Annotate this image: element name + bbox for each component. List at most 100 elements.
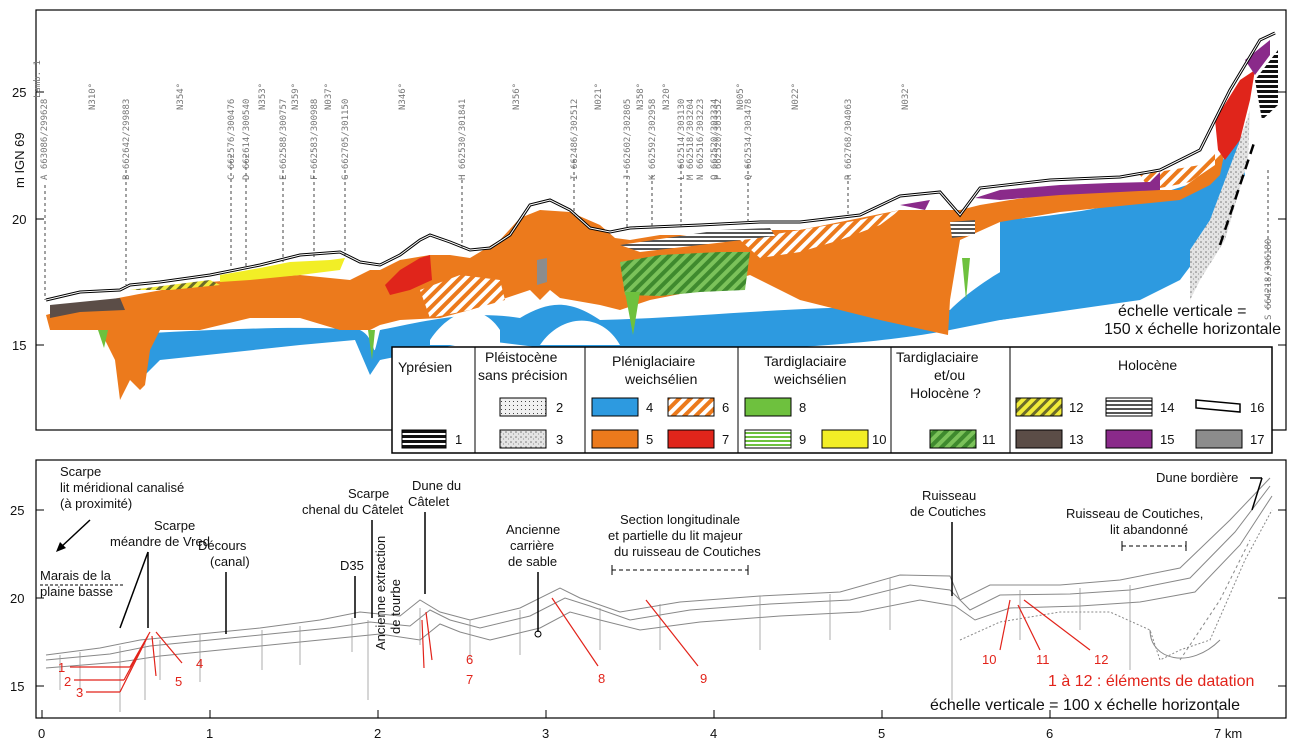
- ann-marais-1: Marais de la: [40, 568, 112, 583]
- legend-num-4: 4: [646, 400, 653, 415]
- ann-marais-2: plaine basse: [40, 584, 113, 599]
- layer-12-yellow-hatched: [130, 280, 220, 290]
- ann-d35: D35: [340, 558, 364, 573]
- profile-point-N: N 662516/303223: [696, 99, 706, 180]
- bottom-y-tick-20: 20: [10, 591, 24, 606]
- legend-title-pleistocene-a: Pléistocène: [485, 349, 558, 365]
- arrow-scarpe-lit: [59, 519, 91, 549]
- legend-num-11: 11: [982, 432, 996, 447]
- dating-num-8: 8: [598, 671, 605, 686]
- profile-azimuth-J: N358°: [636, 83, 646, 110]
- ann-scarpe-lit-1: Scarpe: [60, 464, 101, 479]
- profile-point-C: C 662576/300476: [227, 99, 237, 180]
- top-y-axis-title: m IGN 69: [12, 132, 27, 188]
- dating-num-4: 4: [196, 656, 203, 671]
- legend-title-pleistocene-b: sans précision: [478, 367, 568, 383]
- ann-dune-bordiere: Dune bordière: [1156, 470, 1238, 485]
- profile-point-P: P 662520/303352: [714, 99, 724, 180]
- profile-point-A: A 663086/299628: [40, 99, 50, 180]
- profile-azimuth-I: N021°: [594, 83, 604, 110]
- profile-point-L: L 662514/303130: [677, 99, 687, 180]
- legend: Yprésien Pléistocène sans précision Plén…: [391, 346, 1273, 454]
- profile-azimuth-K: N320°: [662, 83, 672, 110]
- legend-num-14: 14: [1160, 400, 1174, 415]
- ann-carriere-3: de sable: [508, 554, 557, 569]
- legend-num-7: 7: [722, 432, 729, 447]
- layer-4-blue: [120, 130, 1245, 380]
- boreholes: [59, 578, 1131, 712]
- x-tick-label: 7 km: [1214, 726, 1242, 741]
- legend-num-13: 13: [1069, 432, 1083, 447]
- legend-num-17: 17: [1250, 432, 1264, 447]
- legend-swatch-14: [1105, 397, 1153, 417]
- ann-decours-2: (canal): [210, 554, 250, 569]
- profile-point-G: G 662705/301150: [341, 99, 351, 180]
- legend-num-1: 1: [455, 432, 462, 447]
- profile-point-M: M 662518/303204: [686, 99, 696, 180]
- surface-line-inner: [45, 32, 1276, 301]
- profile-point-B: B 662642/299883: [122, 99, 132, 180]
- legend-title-tardi-holo-a: Tardiglaciaire: [896, 349, 979, 365]
- dating-num-7: 7: [466, 672, 473, 687]
- ann-carriere-1: Ancienne: [506, 522, 560, 537]
- legend-swatch-12: [1015, 397, 1063, 417]
- profile-point-I: I 662486/302512: [570, 99, 580, 180]
- legend-num-3: 3: [556, 432, 563, 447]
- profile-point-S: S 664218/306180: [1264, 239, 1274, 320]
- bottom-annotations: Scarpe lit méridional canalisé (à proxim…: [40, 464, 1263, 650]
- legend-swatch-4: [591, 397, 639, 417]
- legend-swatch-13: [1015, 429, 1063, 449]
- profile-point-Q: Q 662534/303478: [744, 99, 754, 180]
- ann-section-1: Section longitudinale: [620, 512, 740, 527]
- bottom-scale-note: échelle verticale = 100 x échelle horizo…: [930, 697, 1240, 714]
- ann-section-2: et partielle du lit majeur: [608, 528, 743, 543]
- profile-point-F: F 662583/300988: [310, 99, 320, 180]
- profile-azimuth-G: N346°: [398, 83, 408, 110]
- east-dashed-line: [1218, 139, 1257, 246]
- layer-3-speck: [1190, 110, 1250, 300]
- profile-point-K: K 662592/302958: [648, 99, 658, 180]
- legend-swatch-2: [499, 397, 547, 417]
- x-tick-label: 6: [1046, 726, 1053, 741]
- ann-scarpe-meandre-1: Scarpe: [154, 518, 195, 533]
- lamb-label: Lamb. 1: [33, 60, 43, 98]
- legend-swatch-6: [667, 397, 715, 417]
- bottom-y-ticks: [36, 509, 1286, 687]
- layer-1-black-lines: [1255, 50, 1278, 120]
- legend-title-holocene: Holocène: [1118, 357, 1177, 373]
- legend-title-pleniglaciaire-a: Pléniglaciaire: [612, 353, 695, 369]
- profile-azimuth-F: N037°: [324, 83, 334, 110]
- legend-num-16: 16: [1250, 400, 1264, 415]
- top-y-tick-15: 15: [12, 338, 26, 353]
- legend-num-6: 6: [722, 400, 729, 415]
- x-tick-label: 3: [542, 726, 549, 741]
- layer-17-grey: [537, 258, 547, 285]
- ann-dune-catelet-2: Câtelet: [408, 494, 450, 509]
- layer-15-purple-2: [1245, 40, 1270, 75]
- profile-point-O: O 662520/303334: [710, 99, 720, 180]
- dating-num-10: 10: [982, 652, 996, 667]
- legend-num-12: 12: [1069, 400, 1083, 415]
- legend-swatch-3: [499, 429, 547, 449]
- legend-title-tardiglaciaire-a: Tardiglaciaire: [764, 353, 847, 369]
- ann-ruisseau-2: de Coutiches: [910, 504, 986, 519]
- layer-11-green-hatched: [620, 252, 750, 296]
- dating-num-5: 5: [175, 674, 182, 689]
- gap-1: [430, 311, 500, 345]
- legend-num-2: 2: [556, 400, 563, 415]
- legend-swatch-8: [744, 397, 792, 417]
- legend-num-10: 10: [872, 432, 886, 447]
- dating-numbers: 1 2 3 4 5 6 7 8 9 10 11 12: [58, 652, 1108, 700]
- legend-swatch-7: [667, 429, 715, 449]
- ann-ruisseau-abandon-1: Ruisseau de Coutiches,: [1066, 506, 1203, 521]
- top-scale-note-1: échelle verticale =: [1118, 303, 1247, 320]
- profile-azimuth-D: N353°: [258, 83, 268, 110]
- profile-point-J: J 662602/302805: [623, 99, 633, 180]
- profile-azimuth-A: N310°: [88, 83, 98, 110]
- layer-8-green-3: [98, 330, 108, 348]
- dating-num-11: 11: [1036, 652, 1050, 667]
